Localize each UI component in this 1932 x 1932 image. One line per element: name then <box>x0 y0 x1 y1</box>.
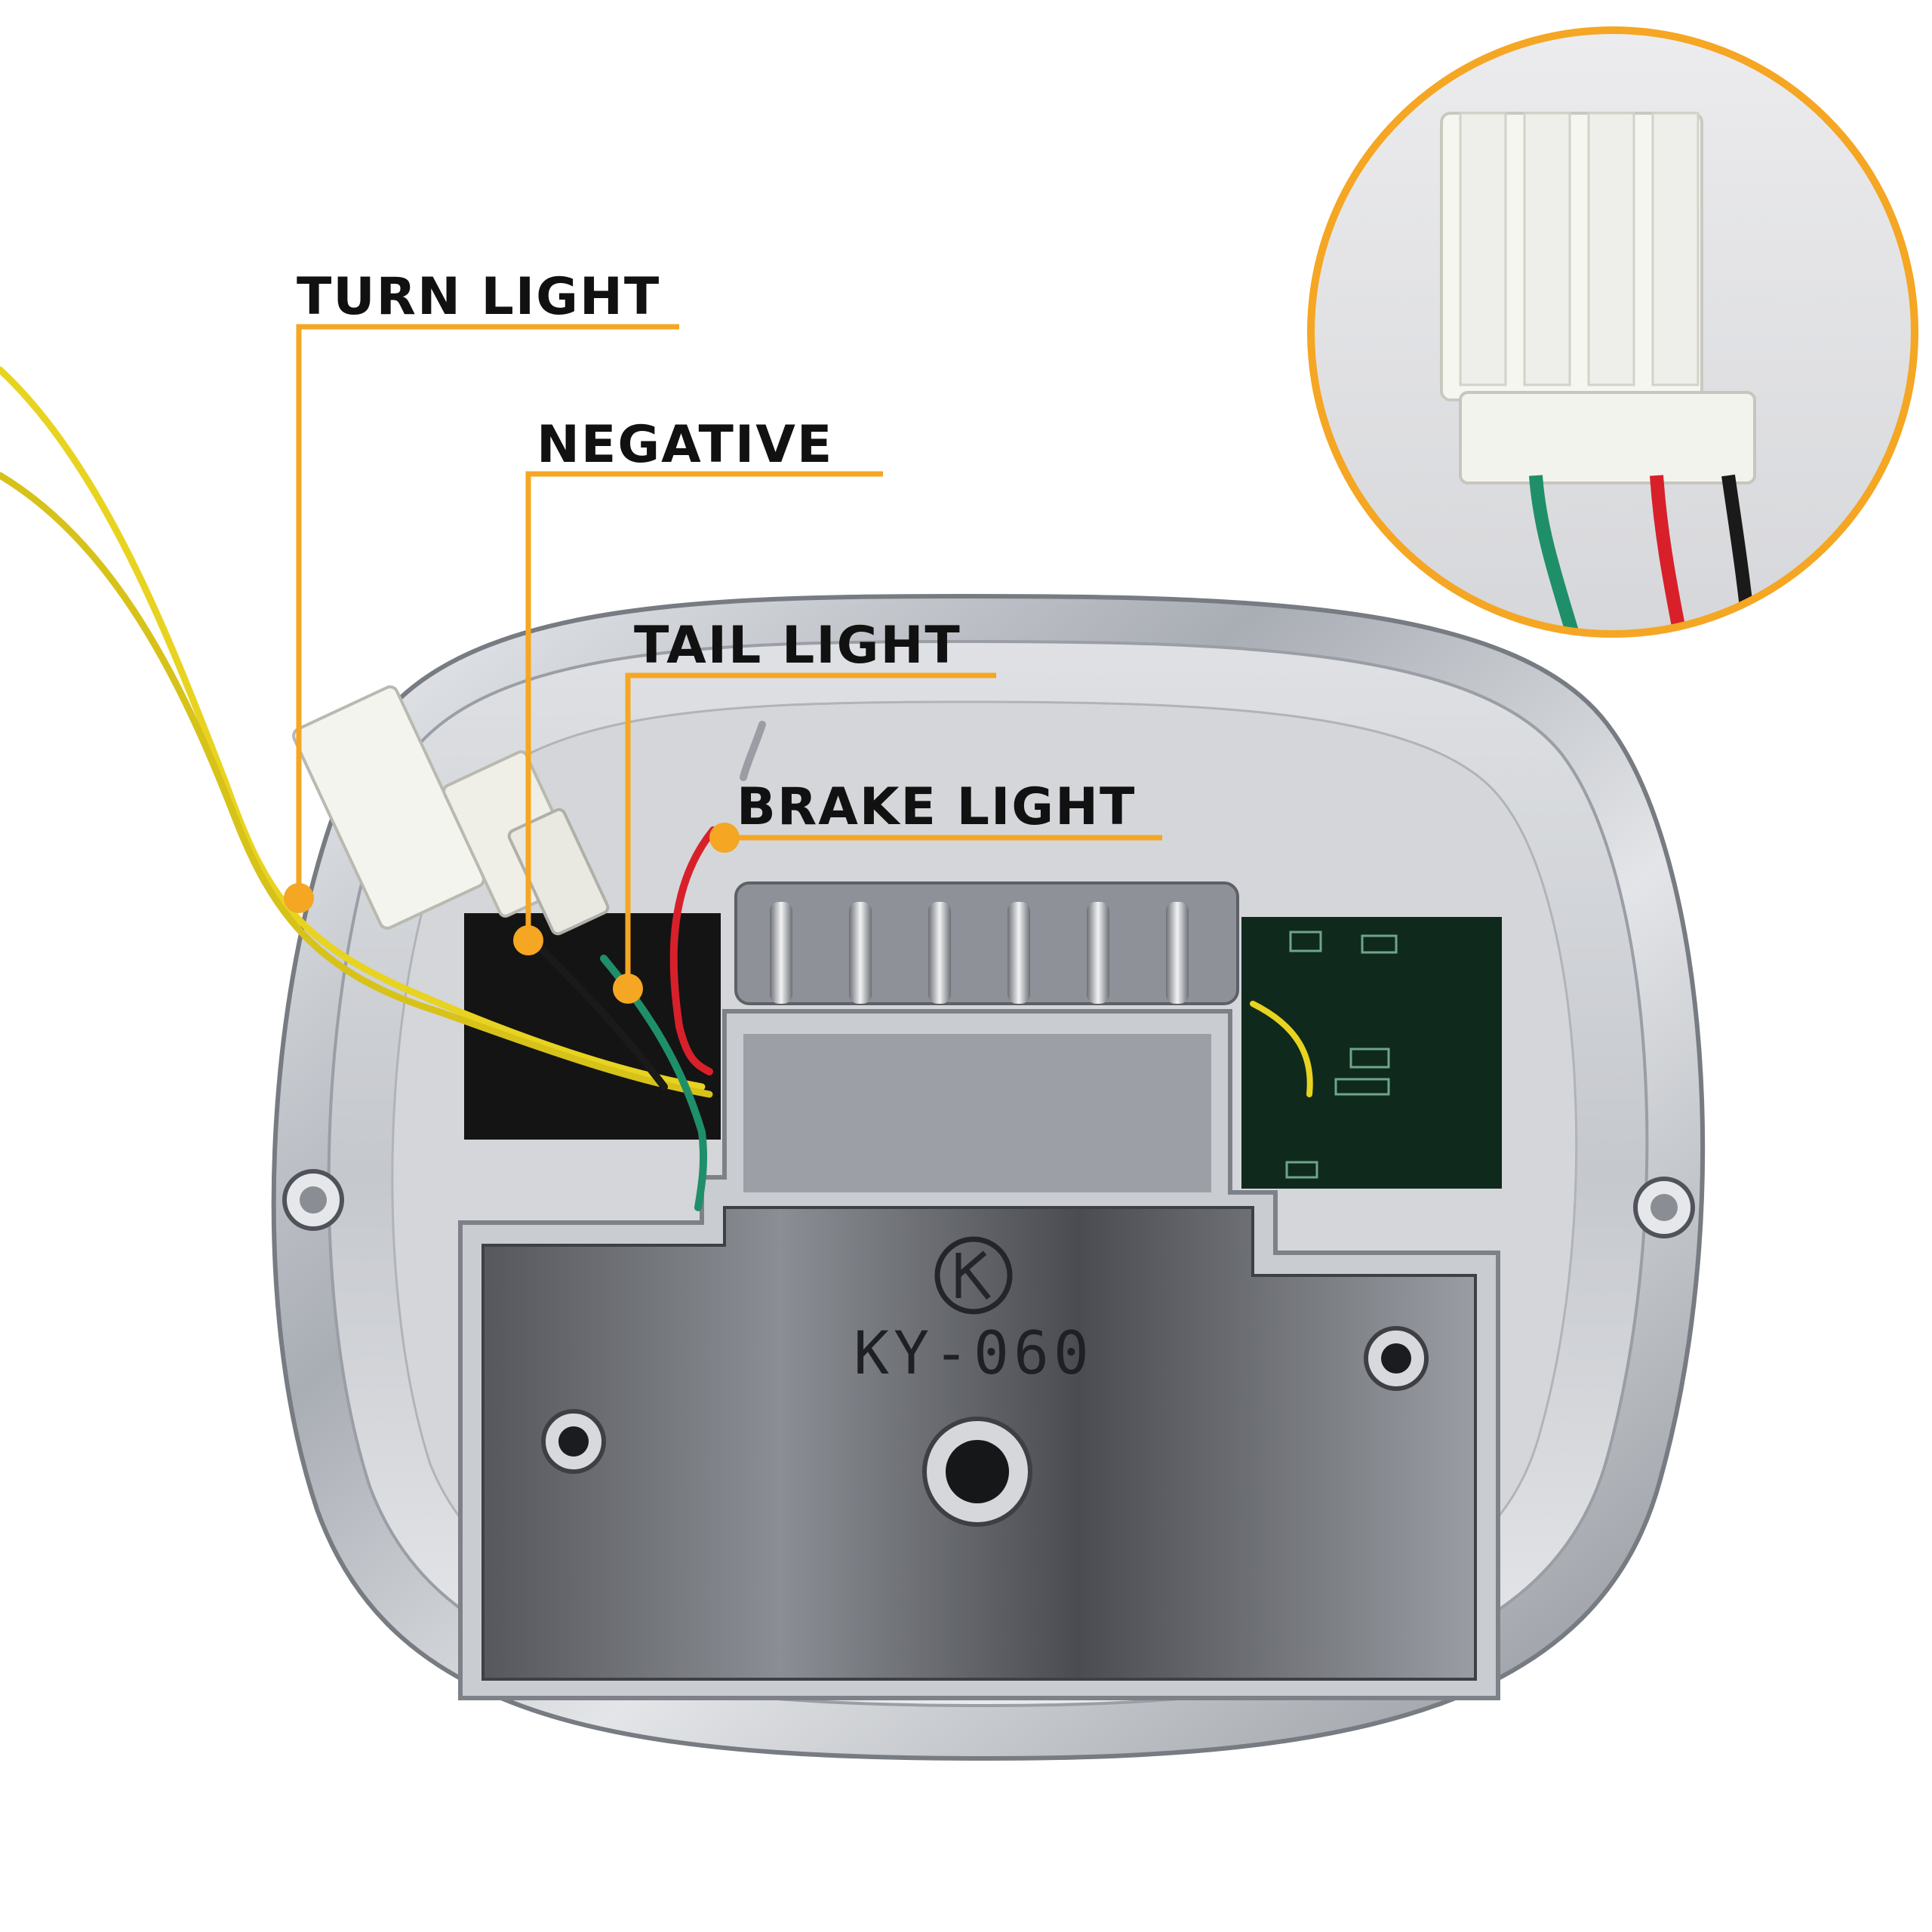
brake-light-label: BRAKE LIGHT <box>737 777 1137 837</box>
circuit-opening-right <box>1241 917 1502 1189</box>
logo-ky-emblem <box>934 1236 1013 1315</box>
screw-icon <box>1633 1177 1695 1238</box>
plate-holes <box>541 1326 1429 1527</box>
lamp-fins <box>734 881 1239 1005</box>
connector-inset <box>1307 26 1918 638</box>
turn-light-label: TURN LIGHT <box>297 267 661 327</box>
callout-lines <box>296 324 1162 989</box>
model-marking: KY-060 <box>854 1320 1094 1388</box>
connector-plug <box>292 685 610 936</box>
tail-light-label: TAIL LIGHT <box>634 616 961 675</box>
screw-icon <box>282 1169 344 1231</box>
negative-label: NEGATIVE <box>537 415 834 475</box>
inset-border <box>1307 26 1918 638</box>
wires <box>0 366 1313 1211</box>
circuit-board-markings <box>1285 931 1398 1179</box>
callout-dots <box>284 823 740 1004</box>
